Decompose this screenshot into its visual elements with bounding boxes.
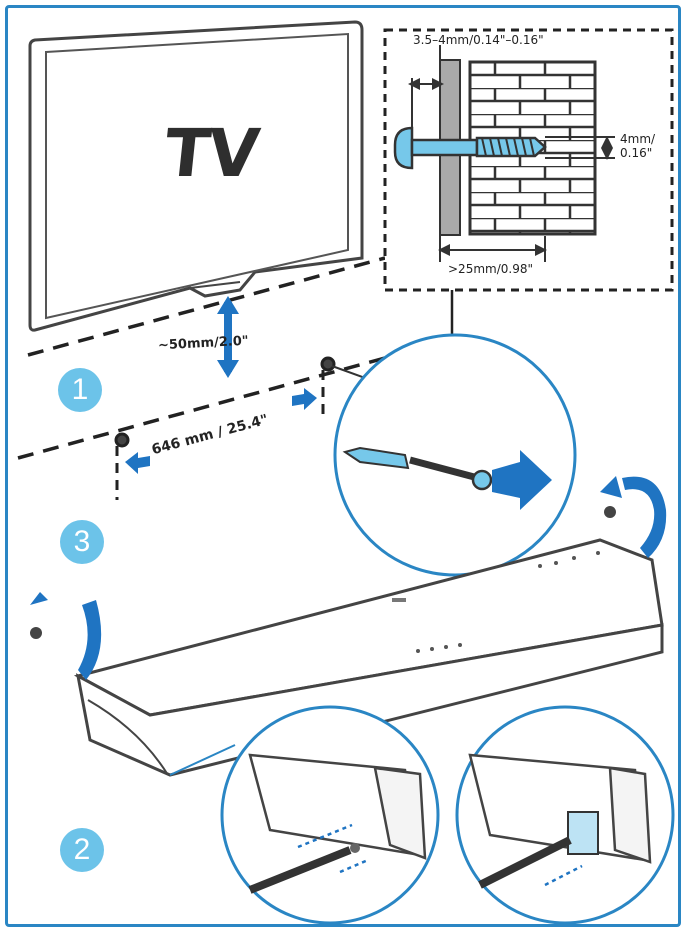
rotate-arrows bbox=[30, 476, 667, 680]
step-2-badge: 2 bbox=[60, 828, 104, 872]
screw-detail bbox=[393, 126, 547, 170]
tv-illustration bbox=[28, 20, 364, 332]
bottom-zoom-left bbox=[169, 705, 440, 925]
dimension-lines bbox=[408, 45, 615, 262]
head-thickness-label: 3.5–4mm/0.14"–0.16" bbox=[413, 33, 544, 47]
gap-arrow bbox=[217, 296, 239, 378]
step-1-badge: 1 bbox=[58, 368, 102, 412]
tv-label: TV bbox=[160, 115, 262, 192]
hole-markers bbox=[114, 356, 336, 500]
screw-diameter-label: 4mm/ 0.16" bbox=[620, 132, 656, 160]
zoom-circle bbox=[333, 333, 577, 577]
distance-arrows bbox=[125, 388, 317, 474]
depth-label: >25mm/0.98" bbox=[448, 262, 533, 276]
soundbar bbox=[73, 538, 664, 777]
step-3-badge: 3 bbox=[60, 520, 104, 564]
border-frame bbox=[5, 5, 681, 927]
bottom-zoom-right bbox=[455, 705, 675, 925]
